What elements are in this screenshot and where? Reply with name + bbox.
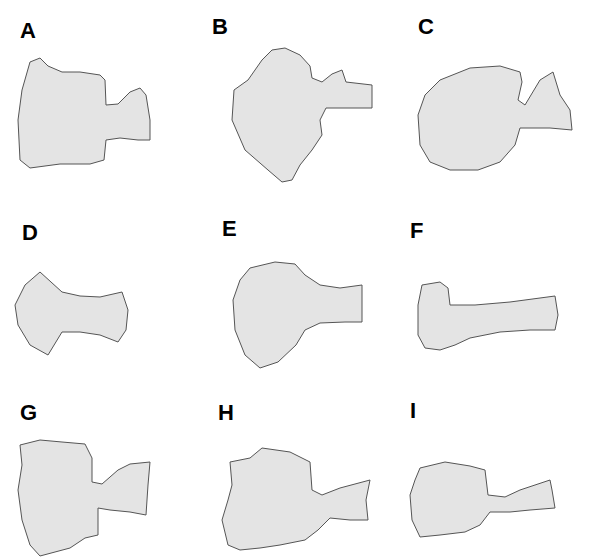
- panel-letter: A: [20, 20, 36, 42]
- panel-letter: I: [410, 400, 416, 422]
- panel-letter: D: [22, 222, 38, 244]
- shape-outline: [222, 448, 370, 550]
- shape-outline: [18, 58, 150, 168]
- shape-outline: [18, 440, 150, 556]
- panel-letter: F: [410, 220, 423, 242]
- shape-outline: [410, 462, 555, 537]
- shape-outline: [418, 282, 558, 350]
- shape-outline: [233, 262, 362, 368]
- shape-outline: [15, 272, 128, 355]
- shape-outline: [418, 66, 572, 170]
- panel-letter: B: [212, 16, 228, 38]
- panel-letter: H: [218, 402, 234, 424]
- shape-outline: [232, 48, 372, 182]
- panel-letter: C: [418, 16, 434, 38]
- panel-letter: G: [20, 402, 37, 424]
- panel-letter: E: [222, 218, 237, 240]
